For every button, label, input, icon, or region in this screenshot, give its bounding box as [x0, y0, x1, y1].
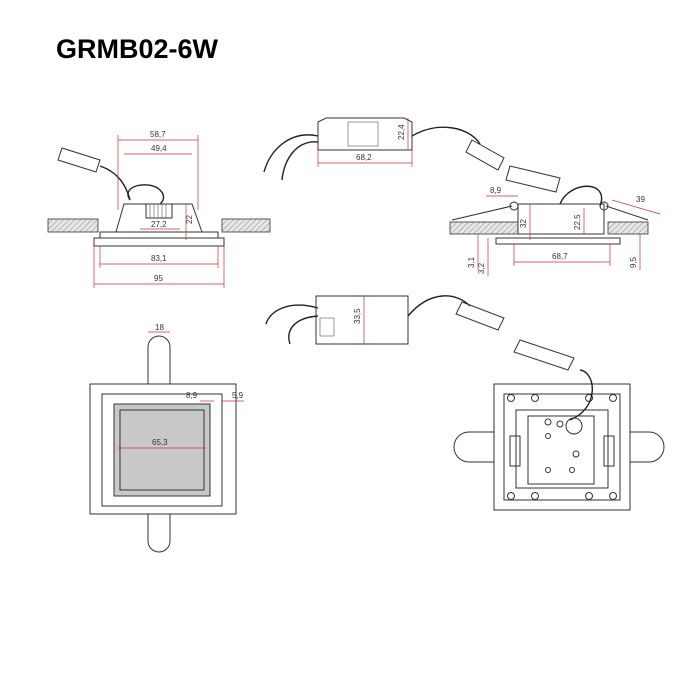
- led-panel: [113, 403, 211, 497]
- product-title: GRMB02-6W: [56, 34, 219, 64]
- connector-cable: [99, 165, 131, 201]
- spring-clip-right: [605, 205, 649, 221]
- dim-22-5: 22,5: [573, 214, 582, 230]
- dim-8-9a: 8,9: [490, 186, 502, 195]
- driver-case-2: [315, 295, 409, 345]
- side-view-right: 8,9 39 32 22,5 68,7 3,1 3,2 9,5: [449, 185, 661, 276]
- cable: [127, 184, 165, 205]
- side-view-left: 58,7 49,4 27,2 22 83,1 95: [47, 130, 271, 288]
- plug-male-2-icon: [513, 339, 575, 371]
- dim-68-7: 68,7: [552, 252, 568, 261]
- plug-female-icon: [465, 139, 505, 171]
- diffuser: [119, 409, 205, 491]
- driver-unit-bottom: 33,5: [265, 295, 575, 371]
- dim-83-1: 83,1: [151, 254, 167, 263]
- dim-95: 95: [154, 274, 163, 283]
- dim-8-9b: 8,9: [186, 391, 198, 400]
- dim-22-4: 22,4: [397, 124, 406, 140]
- driver-label: [347, 121, 379, 147]
- front-view: 18 8,9 5,9 65,3: [89, 323, 244, 553]
- ceiling-right: [221, 218, 271, 233]
- dim-9-5: 9,5: [629, 256, 638, 268]
- frame-flange: [93, 237, 225, 247]
- dim-32: 32: [519, 219, 528, 228]
- output-wire: [411, 126, 481, 145]
- spring-clip-left: [451, 205, 513, 221]
- cable-gland-icon: [565, 417, 583, 435]
- plug-male-icon: [505, 165, 561, 193]
- back-cable: [569, 369, 593, 421]
- input-wire-d: [288, 315, 319, 345]
- back-plate: [515, 409, 609, 489]
- dim-58-7: 58,7: [150, 130, 166, 139]
- glass-plate: [99, 231, 219, 239]
- dim-3-2: 3,2: [477, 262, 486, 274]
- dim-18: 18: [155, 323, 164, 332]
- input-wire-c: [265, 304, 319, 325]
- input-wire-a: [263, 134, 319, 173]
- plug-female-2-icon: [455, 301, 505, 331]
- back-inner: [503, 393, 621, 501]
- dim-22: 22: [185, 215, 194, 224]
- housing-r: [517, 203, 605, 235]
- dim-49-4: 49,4: [151, 144, 167, 153]
- cable-r: [559, 185, 603, 207]
- dim-68-2: 68,2: [356, 153, 372, 162]
- heatsink-fins-icon: [149, 204, 167, 218]
- heatsink-plate: [527, 415, 595, 485]
- driver-terminal: [319, 317, 335, 337]
- ceiling-right-r: [607, 221, 649, 235]
- flange-r: [495, 237, 621, 245]
- dim-3-1: 3,1: [467, 256, 476, 268]
- input-wire-b: [281, 141, 319, 181]
- ceiling-left: [47, 218, 99, 233]
- led-chip-icons: [544, 418, 580, 473]
- connector-plug: [57, 147, 101, 173]
- driver-block: [145, 203, 173, 219]
- screw-icons: [507, 394, 617, 500]
- dim-39: 39: [636, 195, 645, 204]
- ceiling-left-r: [449, 221, 519, 235]
- inner-frame: [101, 393, 223, 507]
- dim-27-2: 27,2: [151, 220, 167, 229]
- back-frame: [493, 383, 631, 511]
- spring-clip-icons: [509, 435, 615, 467]
- dim-5-9: 5,9: [232, 391, 244, 400]
- back-view: [453, 369, 665, 511]
- output-wire-2: [407, 295, 471, 317]
- dim-65-3: 65,3: [152, 438, 168, 447]
- driver-unit-top: 68,2 22,4: [263, 117, 561, 193]
- dim-33-5: 33,5: [353, 308, 362, 324]
